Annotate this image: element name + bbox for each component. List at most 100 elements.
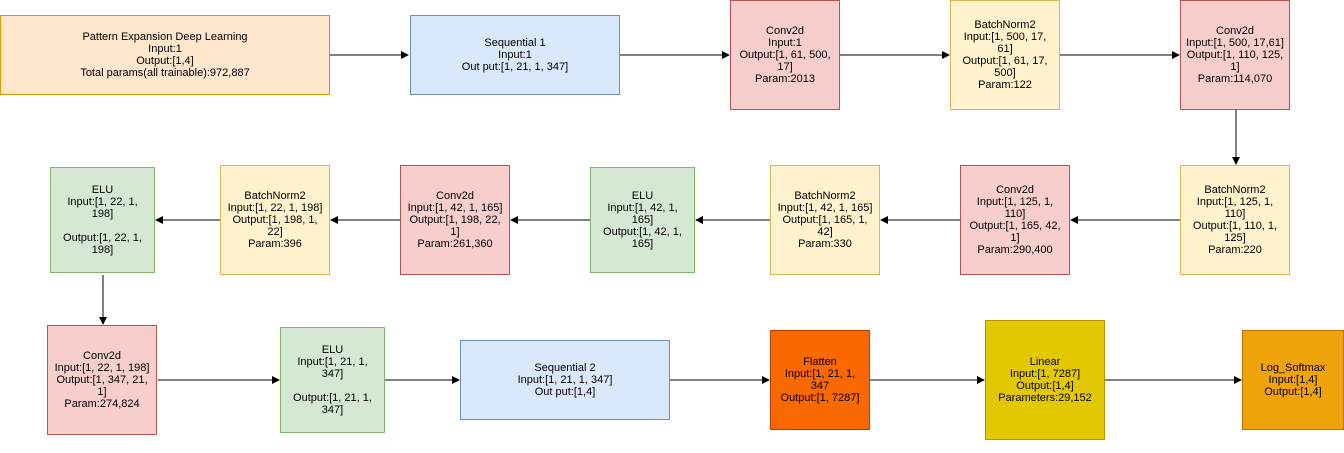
node-flatten: Flatten Input:[1, 21, 1, 347 Output:[1, … — [770, 330, 870, 430]
node-label: Out put:[1, 21, 1, 347] — [461, 61, 569, 73]
node-elu-3: ELU Input:[1, 21, 1, 347] Output:[1, 21,… — [280, 327, 385, 433]
node-label: Output:[1, 165, 42, — [969, 220, 1061, 232]
node-label: Conv2d — [766, 25, 804, 37]
node-label: Param:114,070 — [1197, 73, 1273, 85]
node-label: Input:[1,4] — [1268, 374, 1318, 386]
node-label: Input:[1, 22, 1, 198] — [227, 202, 323, 214]
node-label: Conv2d — [1216, 25, 1254, 37]
node-label: 165] — [631, 238, 654, 250]
node-label: Input:1 — [768, 37, 802, 49]
node-elu-2: ELU Input:[1, 22, 1, 198] Output:[1, 22,… — [50, 167, 155, 273]
node-conv2d-2: Conv2d Input:[1, 500, 17,61] Output:[1, … — [1180, 0, 1290, 110]
node-label: Out put:[1,4] — [534, 386, 596, 398]
node-conv2d-4: Conv2d Input:[1, 42, 1, 165] Output:[1, … — [400, 165, 510, 275]
node-batchnorm2-3: BatchNorm2 Input:[1, 42, 1, 165] Output:… — [770, 165, 880, 275]
node-label: Output:[1, 61, 500, — [739, 49, 831, 61]
node-label: 1] — [1230, 61, 1240, 73]
node-label: Input:[1, 500, 17, — [963, 31, 1047, 43]
node-sequential-1: Sequential 1 Input:1 Out put:[1, 21, 1, … — [410, 15, 620, 95]
node-label: Input:[1, 22, 1, — [67, 196, 138, 208]
node-label: ELU — [631, 190, 654, 202]
node-elu-1: ELU Input:[1, 42, 1, 165] Output:[1, 42,… — [590, 167, 695, 273]
node-label: 198] — [91, 208, 114, 220]
node-label: Pattern Expansion Deep Learning — [82, 31, 248, 43]
node-batchnorm2-4: BatchNorm2 Input:[1, 22, 1, 198] Output:… — [220, 165, 330, 275]
node-label: Total params(all trainable):972,887 — [80, 67, 250, 79]
node-label: Output:[1, 198, 1, — [232, 214, 318, 226]
node-label: Output:[1, 22, 1, — [63, 232, 142, 244]
node-label: Output:[1, 110, 125, — [1186, 49, 1284, 61]
node-label: ELU — [321, 344, 344, 356]
node-label: BatchNorm2 — [244, 190, 306, 202]
node-linear: Linear Input:[1, 7287] Output:[1,4] Para… — [985, 320, 1105, 440]
node-label: Param:2013 — [755, 73, 815, 85]
node-label: ELU — [91, 184, 114, 196]
node-batchnorm2-2: BatchNorm2 Input:[1, 125, 1, 110] Output… — [1180, 165, 1290, 275]
node-label: Output:[1, 165, 1, — [782, 214, 868, 226]
node-label: Conv2d — [996, 184, 1034, 196]
node-label: Input:[1, 42, 1, 165] — [407, 202, 503, 214]
node-label: Output:[1, 198, 22, — [409, 214, 501, 226]
node-label: 22] — [267, 226, 283, 238]
node-label: Input:[1, 125, 1, — [1196, 196, 1274, 208]
node-conv2d-1: Conv2d Input:1 Output:[1, 61, 500, 17] P… — [730, 0, 840, 110]
node-label: Input:[1, 21, 1, — [297, 356, 368, 368]
node-label: Conv2d — [83, 350, 121, 362]
node-label: Input:[1, 125, 1, — [976, 196, 1054, 208]
node-label: Input:[1, 22, 1, 198] — [54, 362, 150, 374]
node-label: Input:1 — [498, 49, 532, 61]
node-label: Param:274,824 — [64, 398, 140, 410]
node-label: Output:[1, 347, 21, — [56, 374, 148, 386]
node-label: 165] — [631, 214, 654, 226]
node-label: Input:1 — [148, 43, 182, 55]
node-label: Input:[1, 21, 1, 347] — [517, 374, 613, 386]
node-label: Output:[1, 7287] — [780, 392, 860, 404]
node-label: Output:[1, 42, 1, — [603, 226, 682, 238]
node-label: Input:[1, 42, 1, — [607, 202, 678, 214]
node-label: Sequential 1 — [484, 37, 546, 49]
node-label: 1] — [1010, 232, 1020, 244]
node-label: 125] — [1224, 232, 1246, 244]
node-pattern-expansion: Pattern Expansion Deep Learning Input:1 … — [0, 15, 330, 95]
node-label: Parameters:29,152 — [998, 392, 1092, 404]
node-label: Log_Softmax — [1260, 362, 1326, 374]
node-label: 1] — [97, 386, 107, 398]
node-label: Param:396 — [248, 238, 302, 250]
node-label: Output:[1, 110, 1, — [1192, 220, 1278, 232]
node-label: 347 — [810, 380, 830, 392]
node-label: Sequential 2 — [534, 362, 596, 374]
node-label: 1] — [450, 226, 460, 238]
node-label: Flatten — [803, 356, 837, 368]
node-label: 347] — [321, 368, 344, 380]
node-label: 42] — [817, 226, 833, 238]
node-label: 17] — [777, 61, 793, 73]
node-label: 500] — [994, 67, 1016, 79]
node-conv2d-5: Conv2d Input:[1, 22, 1, 198] Output:[1, … — [47, 325, 157, 435]
node-label: Output:[1, 21, 1, — [293, 392, 372, 404]
node-label: Param:330 — [798, 238, 852, 250]
node-label: Param:261,360 — [417, 238, 493, 250]
node-label: Output:[1,4] — [1264, 386, 1322, 398]
node-label: Output:[1, 61, 17, — [962, 55, 1048, 67]
node-label: Input:[1, 500, 17,61] — [1186, 37, 1284, 49]
node-label: Param:220 — [1208, 244, 1262, 256]
node-label: BatchNorm2 — [794, 190, 856, 202]
node-label: Output:[1,4] — [1016, 380, 1074, 392]
node-label: 198] — [91, 244, 114, 256]
node-batchnorm2-1: BatchNorm2 Input:[1, 500, 17, 61] Output… — [950, 0, 1060, 110]
node-label: 110] — [1004, 208, 1026, 220]
node-conv2d-3: Conv2d Input:[1, 125, 1, 110] Output:[1,… — [960, 165, 1070, 275]
node-label: Input:[1, 7287] — [1009, 368, 1081, 380]
node-label: BatchNorm2 — [974, 19, 1036, 31]
node-label: Input:[1, 21, 1, — [784, 368, 856, 380]
node-log-softmax: Log_Softmax Input:[1,4] Output:[1,4] — [1242, 330, 1344, 430]
node-label: Param:290,400 — [977, 244, 1053, 256]
node-label: Param:122 — [978, 79, 1032, 91]
node-label: Linear — [1029, 356, 1061, 368]
node-label: 347] — [321, 404, 344, 416]
node-label: 110] — [1224, 208, 1246, 220]
node-label: BatchNorm2 — [1204, 184, 1266, 196]
node-label: Output:[1,4] — [136, 55, 194, 67]
node-label: 61] — [997, 43, 1013, 55]
